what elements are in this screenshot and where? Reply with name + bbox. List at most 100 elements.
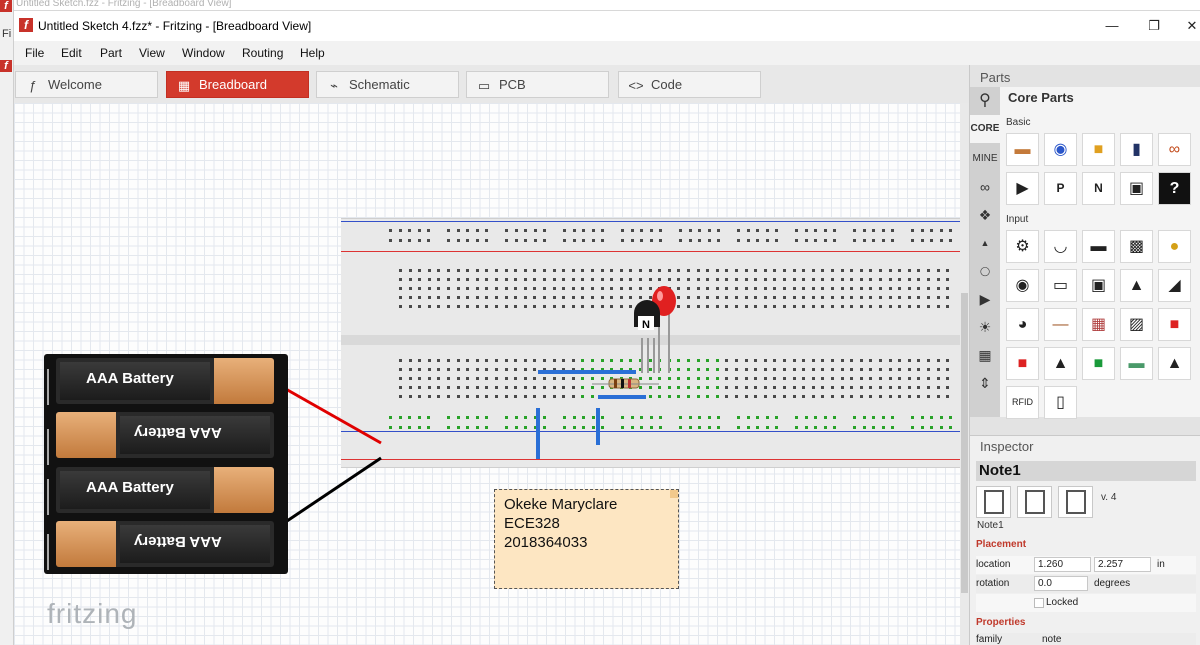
tab-pcb[interactable]: ▭ PCB bbox=[466, 71, 609, 98]
breadboard-hole[interactable] bbox=[840, 368, 844, 371]
breadboard-hole[interactable] bbox=[936, 359, 940, 362]
minimize-button[interactable]: — bbox=[1105, 18, 1119, 33]
breadboard-hole[interactable] bbox=[850, 278, 854, 281]
breadboard-hole[interactable] bbox=[698, 416, 702, 419]
breadboard-hole[interactable] bbox=[543, 278, 546, 281]
menu-help[interactable]: Help bbox=[300, 46, 325, 60]
breadboard-hole[interactable] bbox=[735, 305, 738, 308]
breadboard-hole[interactable] bbox=[735, 359, 738, 362]
breadboard-hole[interactable] bbox=[687, 377, 690, 380]
breadboard-hole[interactable] bbox=[763, 305, 767, 308]
breadboard-hole[interactable] bbox=[735, 395, 738, 398]
breadboard-hole[interactable] bbox=[543, 395, 546, 398]
breadboard-hole[interactable] bbox=[853, 426, 856, 429]
breadboard-hole[interactable] bbox=[571, 287, 575, 290]
breadboard-hole[interactable] bbox=[840, 287, 844, 290]
breadboard-hole[interactable] bbox=[659, 239, 663, 242]
breadboard-hole[interactable] bbox=[811, 269, 815, 272]
breadboard-hole[interactable] bbox=[427, 386, 431, 389]
breadboard-hole[interactable] bbox=[523, 395, 527, 398]
breadboard-hole[interactable] bbox=[417, 416, 421, 419]
breadboard-hole[interactable] bbox=[920, 416, 924, 419]
breadboard-hole[interactable] bbox=[744, 278, 748, 281]
breadboard-hole[interactable] bbox=[706, 269, 710, 272]
breadboard-hole[interactable] bbox=[775, 239, 779, 242]
breadboard-hole[interactable] bbox=[927, 287, 930, 290]
breadboard-hole[interactable] bbox=[795, 416, 798, 419]
breadboard-hole[interactable] bbox=[408, 359, 412, 362]
breadboard-hole[interactable] bbox=[552, 278, 556, 281]
breadboard-hole[interactable] bbox=[619, 296, 623, 299]
breadboard-hole[interactable] bbox=[706, 296, 710, 299]
breadboard-hole[interactable] bbox=[504, 296, 508, 299]
breadboard-hole[interactable] bbox=[917, 377, 921, 380]
breadboard-hole[interactable] bbox=[562, 386, 566, 389]
breadboard-hole[interactable] bbox=[504, 305, 508, 308]
breadboard-hole[interactable] bbox=[859, 377, 863, 380]
breadboard-hole[interactable] bbox=[591, 278, 594, 281]
breadboard-hole[interactable] bbox=[746, 416, 750, 419]
breadboard-hole[interactable] bbox=[475, 287, 479, 290]
npn-transistor-icon[interactable]: N bbox=[1082, 172, 1115, 205]
mystery-part-icon[interactable]: ? bbox=[1158, 172, 1191, 205]
tab-code[interactable]: <> Code bbox=[618, 71, 761, 98]
breadboard-hole[interactable] bbox=[610, 305, 614, 308]
breadboard-hole[interactable] bbox=[408, 368, 412, 371]
breadboard-hole[interactable] bbox=[581, 377, 585, 380]
pnp-transistor-icon[interactable]: P bbox=[1044, 172, 1077, 205]
breadboard-hole[interactable] bbox=[853, 416, 856, 419]
breadboard-hole[interactable] bbox=[427, 395, 431, 398]
breadboard-hole[interactable] bbox=[630, 426, 634, 429]
breadboard-hole[interactable] bbox=[418, 386, 422, 389]
breadboard-hole[interactable] bbox=[881, 426, 885, 429]
breadboard-hole[interactable] bbox=[447, 287, 450, 290]
breadboard-hole[interactable] bbox=[466, 305, 470, 308]
breadboard-hole[interactable] bbox=[514, 305, 518, 308]
breadboard-hole[interactable] bbox=[949, 229, 953, 232]
breadboard-hole[interactable] bbox=[795, 229, 798, 232]
breadboard-hole[interactable] bbox=[888, 386, 892, 389]
breadboard-hole[interactable] bbox=[427, 359, 431, 362]
breadboard-hole[interactable] bbox=[485, 239, 489, 242]
breadboard-hole[interactable] bbox=[706, 377, 710, 380]
breadboard-hole[interactable] bbox=[888, 305, 892, 308]
breadboard-hole[interactable] bbox=[610, 269, 614, 272]
breadboard-hole[interactable] bbox=[679, 239, 682, 242]
breadboard-hole[interactable] bbox=[495, 395, 498, 398]
keypad-icon[interactable]: ▨ bbox=[1120, 308, 1153, 341]
breadboard-hole[interactable] bbox=[533, 416, 537, 419]
breadboard-hole[interactable] bbox=[802, 287, 806, 290]
breadboard-hole[interactable] bbox=[773, 287, 777, 290]
breadboard-hole[interactable] bbox=[696, 377, 700, 380]
breadboard-hole[interactable] bbox=[677, 296, 681, 299]
breadboard-hole[interactable] bbox=[891, 239, 895, 242]
breadboard-hole[interactable] bbox=[667, 269, 671, 272]
breadboard-hole[interactable] bbox=[831, 368, 834, 371]
breadboard-hole[interactable] bbox=[833, 416, 837, 419]
breadboard-hole[interactable] bbox=[735, 386, 738, 389]
breadboard-hole[interactable] bbox=[427, 368, 431, 371]
flex-sensor-icon[interactable]: — bbox=[1044, 308, 1077, 341]
breadboard-hole[interactable] bbox=[495, 296, 498, 299]
breadboard-hole[interactable] bbox=[811, 305, 815, 308]
breadboard-hole[interactable] bbox=[898, 305, 902, 308]
breadboard-hole[interactable] bbox=[600, 377, 604, 380]
breadboard-hole[interactable] bbox=[659, 229, 663, 232]
breadboard-hole[interactable] bbox=[504, 287, 508, 290]
breadboard-hole[interactable] bbox=[677, 269, 681, 272]
breadboard-hole[interactable] bbox=[917, 296, 921, 299]
breadboard-hole[interactable] bbox=[687, 305, 690, 308]
rfid-icon[interactable]: RFID bbox=[1006, 386, 1039, 419]
breadboard-hole[interactable] bbox=[946, 269, 950, 272]
breadboard-hole[interactable] bbox=[744, 305, 748, 308]
breadboard-hole[interactable] bbox=[514, 377, 518, 380]
breadboard-hole[interactable] bbox=[485, 426, 489, 429]
resistor-part-icon[interactable]: ▬ bbox=[1006, 133, 1039, 166]
breadboard-hole[interactable] bbox=[523, 377, 527, 380]
breadboard-hole[interactable] bbox=[936, 386, 940, 389]
breadboard-hole[interactable] bbox=[466, 359, 470, 362]
breadboard-hole[interactable] bbox=[840, 305, 844, 308]
breadboard-hole[interactable] bbox=[679, 416, 682, 419]
breadboard-hole[interactable] bbox=[514, 239, 518, 242]
breadboard-hole[interactable] bbox=[821, 377, 825, 380]
